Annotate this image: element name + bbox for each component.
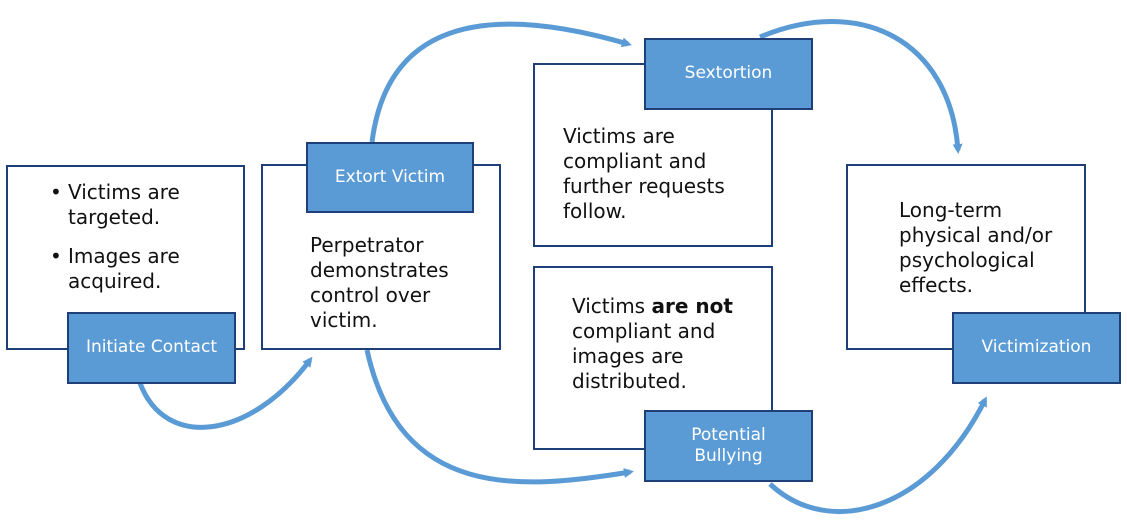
- bullying-text-before: Victims: [572, 294, 652, 318]
- arrow-bullying-to-victimization: [768, 396, 988, 515]
- initiate-contact-label: Initiate Contact: [67, 312, 236, 384]
- extort-victim-text: Perpetrator demonstrates control over vi…: [310, 233, 449, 332]
- bullying-text-after: compliant and images are distributed.: [572, 319, 716, 393]
- extort-victim-label: Extort Victim: [306, 142, 474, 213]
- arrow-extort-to-bullying: [364, 349, 634, 485]
- bullet-item: Victims are targeted.: [50, 180, 230, 230]
- arrow-initiate-to-extort: [137, 356, 313, 430]
- arrow-sextortion-to-victimization: [759, 19, 963, 154]
- initiate-contact-bullets: Victims are targeted. Images are acquire…: [50, 180, 230, 308]
- victimization-label: Victimization: [952, 312, 1121, 384]
- victimization-text: Long-term physical and/or psychological …: [899, 198, 1053, 297]
- bullet-item: Images are acquired.: [50, 244, 230, 294]
- sextortion-text: Victims are compliant and further reques…: [563, 124, 725, 223]
- potential-bullying-label: Potential Bullying: [644, 410, 813, 482]
- bullying-text-bold: are not: [651, 294, 733, 318]
- sextortion-label: Sextortion: [644, 38, 813, 110]
- arrow-extort-to-sextortion: [369, 21, 632, 143]
- potential-bullying-text: Victims are not compliant and images are…: [572, 294, 767, 394]
